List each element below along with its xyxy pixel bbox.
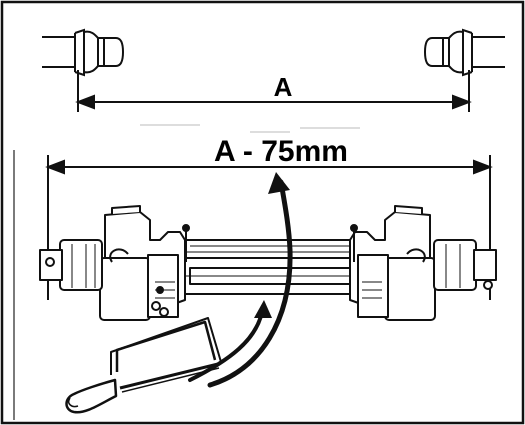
safety-guard (174, 239, 366, 259)
arrowhead-left-icon (45, 159, 65, 175)
arrowhead-right-icon (473, 159, 493, 175)
left-guard-cup (99, 257, 151, 321)
hacksaw-icon (65, 317, 222, 414)
curved-arrow-lower (188, 310, 264, 382)
arrow-up-icon (268, 172, 290, 194)
arrowhead-right-icon (452, 94, 472, 110)
dimension-a-label: A (274, 72, 293, 102)
arrow-up-small-icon (254, 300, 272, 318)
right-guard-cup (384, 257, 436, 321)
curved-arrow-upper (207, 179, 293, 388)
right-yoke-block (357, 254, 389, 318)
cut-direction-arrows (188, 179, 293, 388)
dimension-a-minus-label: A - 75mm (214, 135, 348, 168)
left-coupling (59, 239, 103, 291)
left-shaft-stub (42, 28, 125, 77)
right-shaft-stub (423, 28, 505, 77)
pto-shaft (39, 205, 497, 321)
scan-noise (140, 124, 360, 133)
arrowhead-left-icon (75, 94, 95, 110)
right-coupling (433, 239, 477, 291)
dimension-a-line (75, 70, 472, 112)
right-coupling-end (473, 249, 497, 281)
